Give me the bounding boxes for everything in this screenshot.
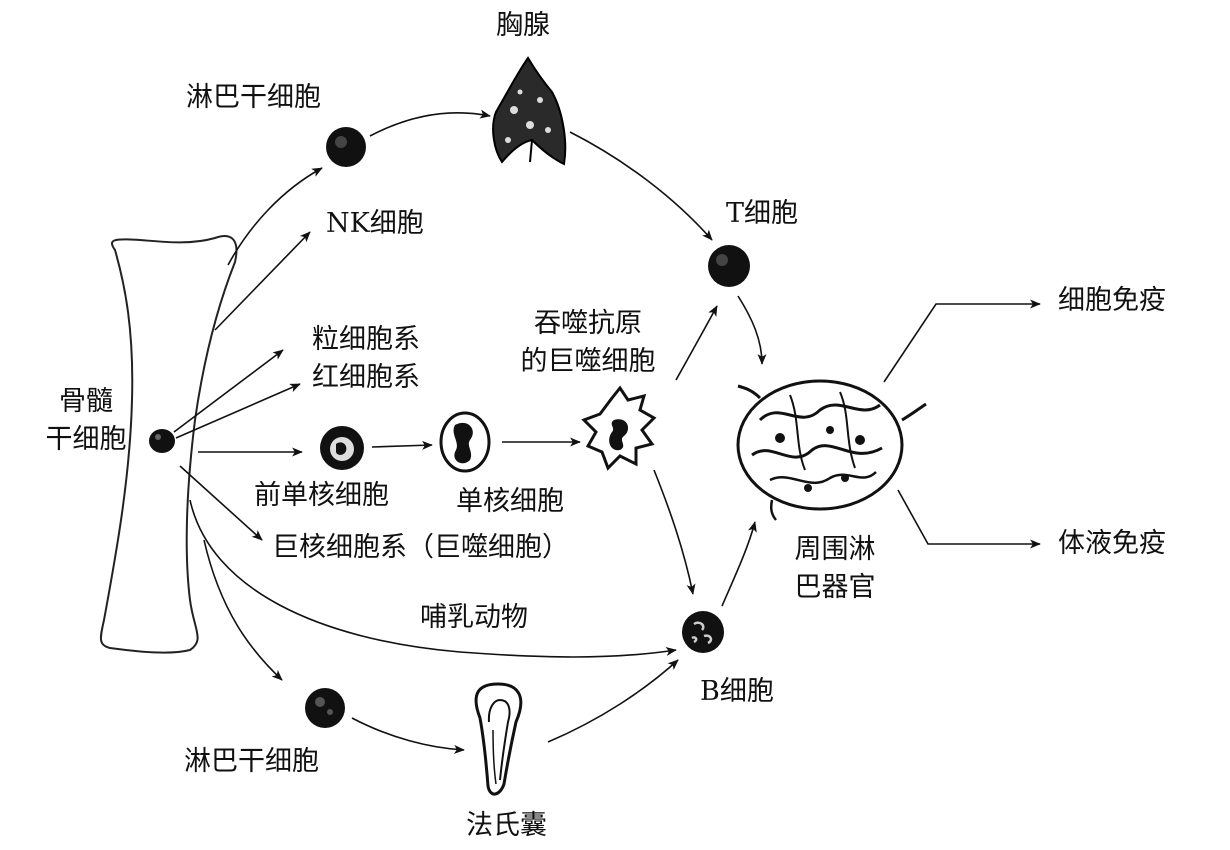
label-granulocyte-line: 粒细胞系: [312, 324, 420, 355]
promonocyte-cell: [320, 426, 364, 470]
label-phagocyte-2: 的巨噬细胞: [520, 346, 656, 377]
label-humoral-immunity: 体液免疫: [1058, 528, 1166, 559]
bone-outline: [99, 235, 238, 654]
label-erythrocyte-line: 红细胞系: [312, 362, 420, 393]
lymph-stem-cell-top: [326, 127, 366, 167]
bone-marrow-stem-cell: [149, 429, 175, 453]
label-mammal: 哺乳动物: [420, 602, 528, 633]
b-cell: [682, 611, 724, 653]
label-lymph-stem-top: 淋巴干细胞: [186, 82, 321, 113]
label-peripheral-2: 巴器官: [794, 572, 876, 603]
macrophage-cell: [581, 385, 657, 471]
bursa-organ: [474, 682, 523, 796]
arrows: [173, 109, 1041, 754]
monocyte-cell: [439, 411, 491, 473]
label-cellular-immunity: 细胞免疫: [1058, 285, 1166, 316]
label-bursa: 法氏囊: [466, 810, 547, 841]
label-megakaryocyte-line: 巨核细胞系（巨噬细胞）: [272, 532, 569, 563]
lymph-stem-cell-bottom: [305, 688, 345, 728]
label-monocyte: 单核细胞: [456, 486, 564, 517]
label-peripheral-1: 周围淋: [794, 534, 876, 565]
label-t-cell: T细胞: [726, 198, 799, 229]
label-bone-marrow-stem-1: 骨髓: [59, 386, 113, 417]
label-lymph-stem-bottom: 淋巴干细胞: [184, 746, 319, 777]
t-cell: [708, 245, 750, 287]
thymus-organ: [492, 56, 567, 166]
label-b-cell: B细胞: [700, 676, 774, 707]
label-thymus: 胸腺: [496, 10, 550, 41]
peripheral-lymph-organ: [736, 379, 927, 521]
label-nk-cell: NK细胞: [326, 208, 424, 239]
label-promonocyte: 前单核细胞: [254, 480, 389, 511]
label-bone-marrow-stem-2: 干细胞: [45, 424, 127, 455]
label-phagocyte-1: 吞噬抗原: [534, 308, 642, 339]
